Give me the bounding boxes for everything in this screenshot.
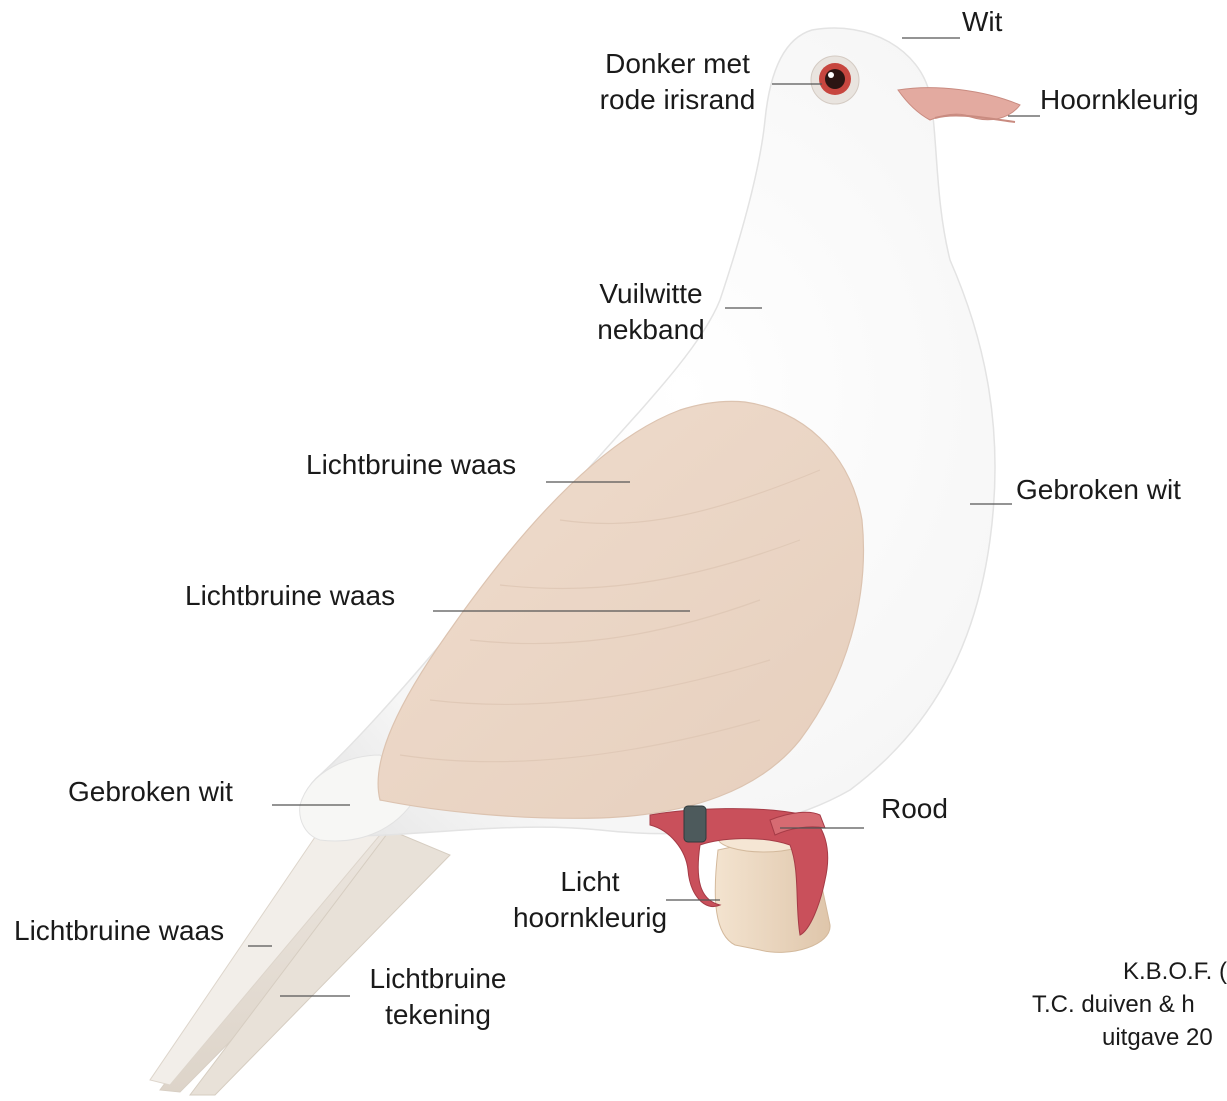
label-tail-marking-line-1: Lichtbruine — [354, 961, 522, 997]
label-shoulder: Lichtbruine waas — [306, 447, 516, 483]
label-beak: Hoornkleurig — [1040, 82, 1199, 118]
label-nails-line-1: Licht — [500, 864, 680, 900]
label-eye-line-2: rode irisrand — [590, 82, 765, 118]
label-rump: Gebroken wit — [68, 774, 233, 810]
eye — [811, 56, 859, 104]
label-eye-line-1: Donker met — [590, 46, 765, 82]
label-head: Wit — [962, 4, 1002, 40]
label-tail-marking-line-2: tekening — [354, 997, 522, 1033]
tail-feathers — [150, 815, 450, 1095]
label-neck-band-line-2: nekband — [585, 312, 717, 348]
label-eye: Donker met rode irisrand — [590, 46, 765, 118]
credit-line-1: K.B.O.F. ( — [1030, 955, 1227, 988]
label-neck-band-line-1: Vuilwitte — [585, 276, 717, 312]
credit-line-2: T.C. duiven & h — [1030, 988, 1227, 1021]
label-nails-line-2: hoornkleurig — [500, 900, 680, 936]
label-wing: Lichtbruine waas — [185, 578, 395, 614]
label-tail: Lichtbruine waas — [14, 913, 224, 949]
label-nails: Licht hoornkleurig — [500, 864, 680, 936]
label-breast: Gebroken wit — [1016, 472, 1181, 508]
credit-text: K.B.O.F. ( T.C. duiven & h uitgave 20 — [1030, 955, 1227, 1054]
label-feet: Rood — [881, 791, 948, 827]
credit-line-3: uitgave 20 — [1030, 1021, 1227, 1054]
label-tail-marking: Lichtbruine tekening — [354, 961, 522, 1033]
label-neck-band: Vuilwitte nekband — [585, 276, 717, 348]
leg-band — [684, 806, 706, 842]
